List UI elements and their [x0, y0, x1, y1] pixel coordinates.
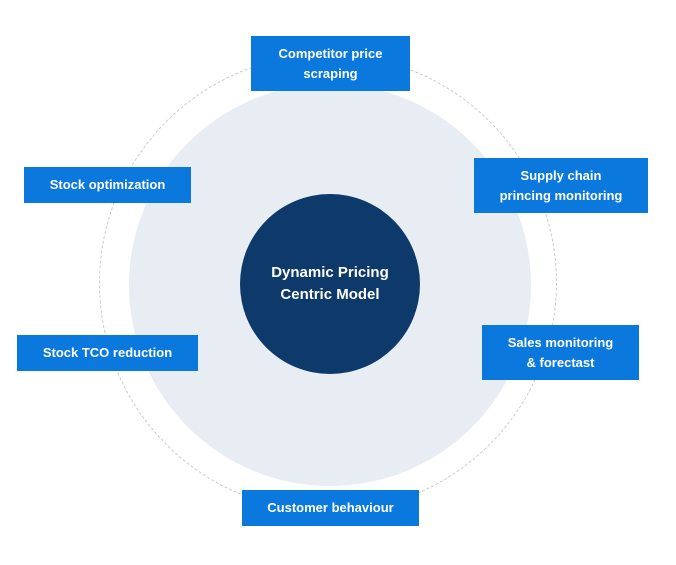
node-supply-chain-monitoring: Supply chain princing monitoring	[474, 158, 648, 213]
node-stock-tco-reduction: Stock TCO reduction	[17, 335, 198, 371]
node-label: Supply chain princing monitoring	[499, 167, 623, 203]
node-label: Customer behaviour	[267, 500, 394, 515]
node-sales-monitoring-forecast: Sales monitoring & forectast	[482, 325, 639, 380]
node-label: Stock optimization	[49, 177, 166, 192]
node-customer-behaviour: Customer behaviour	[242, 490, 419, 526]
node-label: Sales monitoring & forectast	[507, 334, 614, 370]
node-label: Competitor price scraping	[278, 45, 383, 81]
node-label: Stock TCO reduction	[42, 345, 173, 360]
node-competitor-price-scraping: Competitor price scraping	[251, 36, 410, 91]
node-stock-optimization: Stock optimization	[24, 167, 191, 203]
center-node-label: Dynamic Pricing Centric Model	[271, 264, 389, 303]
center-node: Dynamic Pricing Centric Model	[240, 194, 420, 374]
